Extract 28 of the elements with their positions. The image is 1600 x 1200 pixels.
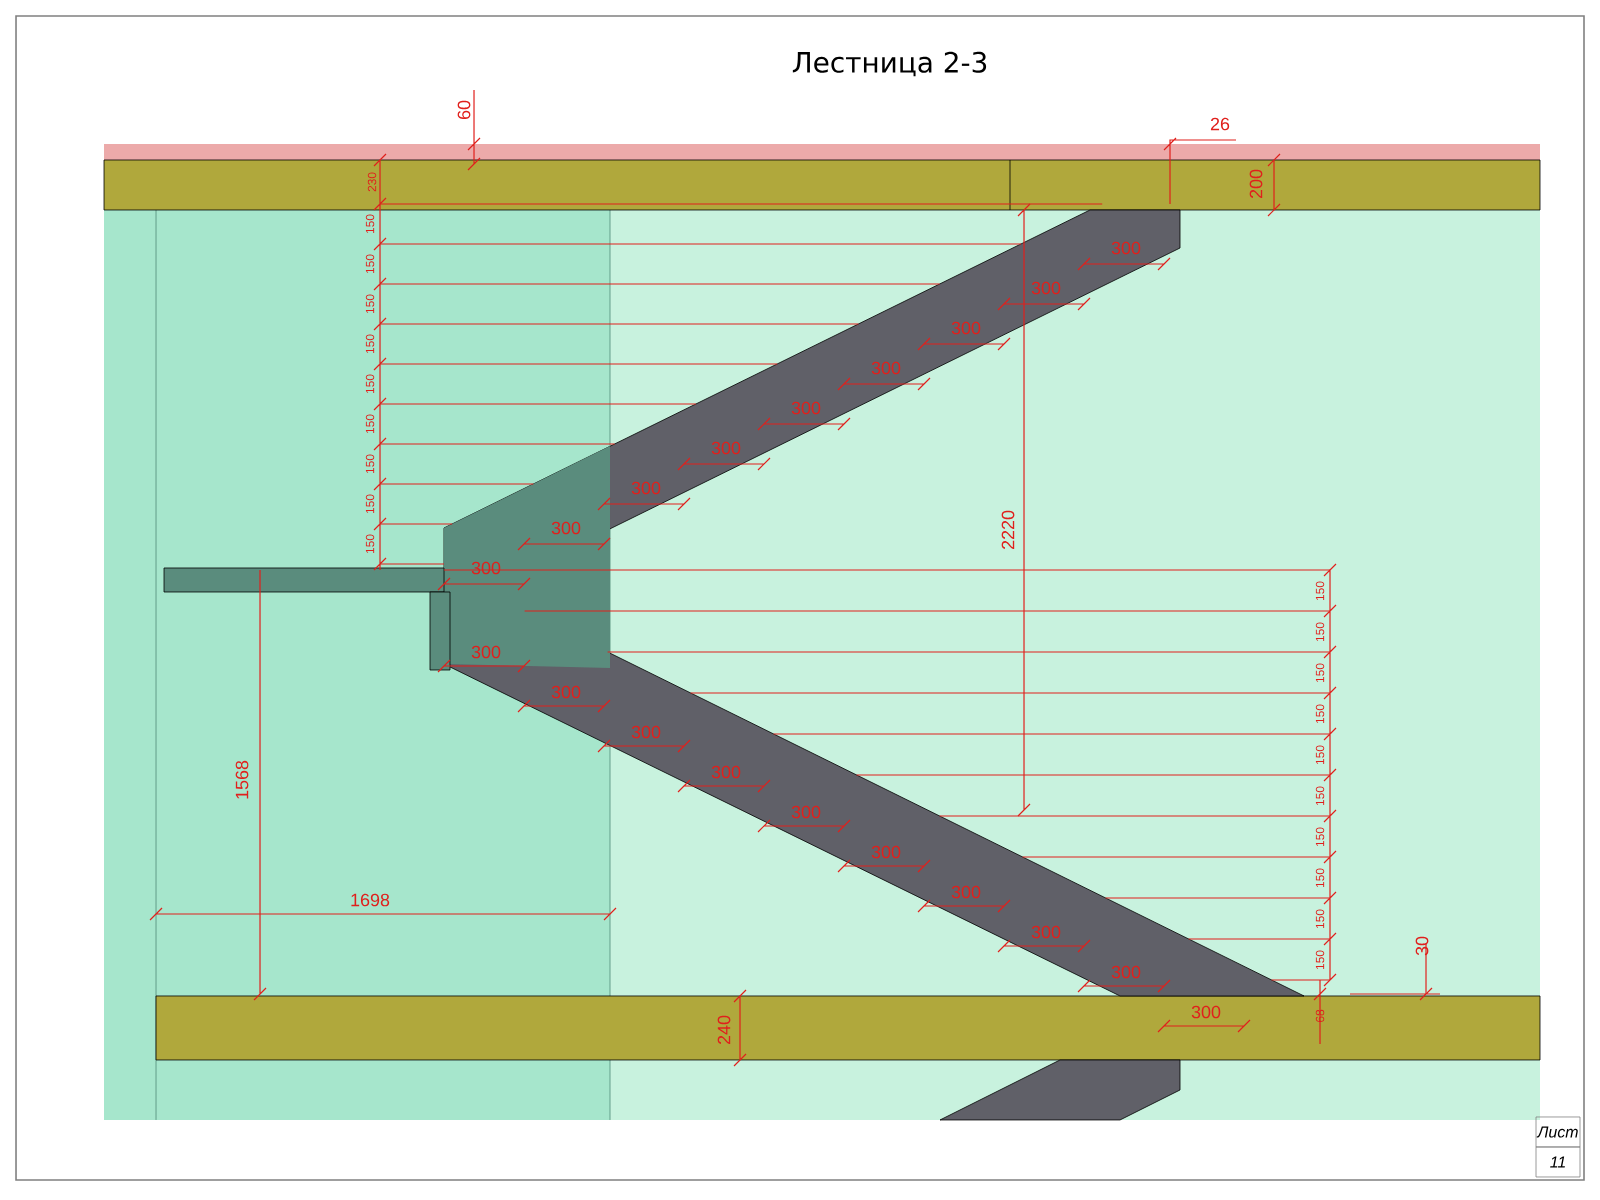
dimension-value: 1698 — [351, 893, 390, 907]
dimension-value: 300 — [951, 885, 981, 899]
dimension-value: 2220 — [1001, 510, 1015, 550]
dimension-value: 300 — [1031, 281, 1061, 295]
dimension-value: 300 — [1031, 925, 1061, 939]
dimension-value: 60 — [457, 100, 471, 120]
dimension-value: 240 — [717, 1015, 731, 1045]
dimension-value: 300 — [471, 645, 501, 659]
dimension-value: 300 — [791, 805, 821, 819]
dimension-value: 300 — [551, 685, 581, 699]
dimension-value: 300 — [1111, 965, 1141, 979]
dimension-value: 300 — [631, 481, 661, 495]
dimension-value: 300 — [551, 521, 581, 535]
dimension-value: 30 — [1415, 936, 1429, 956]
dimension-value: 300 — [951, 321, 981, 335]
dimension-value: 300 — [791, 401, 821, 415]
dimension-value: 300 — [711, 441, 741, 455]
dimension-value: 200 — [1249, 169, 1263, 199]
dimension-value: 1568 — [235, 760, 249, 799]
dimension-value: 26 — [1210, 117, 1230, 131]
dimension-value: 300 — [471, 561, 501, 575]
drawing-title: Лестница 2-3 — [792, 51, 987, 77]
dimension-value: 300 — [631, 725, 661, 739]
dimension-value: 300 — [871, 845, 901, 859]
dimension-value: 300 — [1191, 1005, 1221, 1019]
dimension-value: 300 — [711, 765, 741, 779]
dimension-value: 300 — [1111, 241, 1141, 255]
dimension-value: 300 — [871, 361, 901, 375]
